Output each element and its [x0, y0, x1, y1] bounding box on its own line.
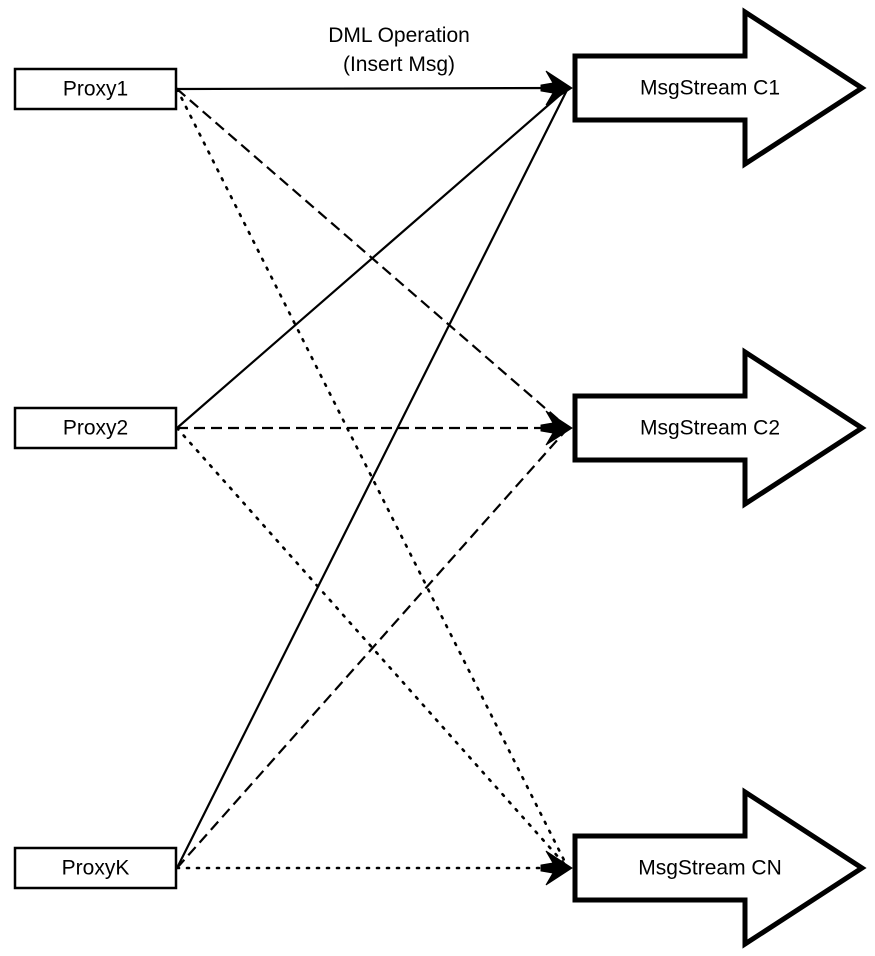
- proxy-node-proxy1[interactable]: Proxy1: [13, 67, 178, 111]
- edge-caption-line1: DML Operation: [328, 24, 470, 47]
- edge-caption-line2: (Insert Msg): [343, 53, 455, 76]
- link-proxy2-to-cn: [175, 426, 570, 870]
- stream-node-c1[interactable]: MsgStream C1: [572, 7, 867, 169]
- proxy-label-proxy2: Proxy2: [63, 417, 128, 440]
- link-proxy2-to-c1: [176, 87, 569, 429]
- streams-layer: MsgStream C1 MsgStream C2 MsgStream CN: [572, 7, 867, 949]
- arrowheads-layer: [540, 70, 573, 886]
- proxy-label-proxyk: ProxyK: [62, 857, 130, 880]
- stream-node-cn[interactable]: MsgStream CN: [572, 787, 867, 949]
- arrowhead-head-c1: [540, 70, 573, 106]
- stream-label-c2: MsgStream C2: [640, 417, 780, 440]
- proxy-label-proxy1: Proxy1: [63, 78, 128, 101]
- arrowhead-head-c2: [540, 410, 573, 446]
- link-proxyk-to-c2: [176, 427, 569, 869]
- proxy-box-proxy2[interactable]: [13, 406, 178, 450]
- link-proxy1-to-c1: [176, 86, 569, 91]
- stream-node-c2[interactable]: MsgStream C2: [572, 347, 867, 509]
- stream-arrow-shape-c1[interactable]: [572, 7, 867, 169]
- proxy-box-proxyk[interactable]: [13, 846, 178, 890]
- proxy-node-proxy2[interactable]: Proxy2: [13, 406, 178, 450]
- links-layer: [175, 86, 570, 870]
- stream-arrow-shape-c2[interactable]: [572, 347, 867, 509]
- link-proxyk-to-c1: [176, 87, 569, 869]
- stream-label-c1: MsgStream C1: [640, 77, 780, 100]
- stream-arrow-shape-cn[interactable]: [572, 787, 867, 949]
- stream-label-cn: MsgStream CN: [638, 857, 782, 880]
- proxy-node-proxyk[interactable]: ProxyK: [13, 846, 178, 890]
- arrowhead-head-cn: [540, 850, 573, 886]
- edge-caption: DML Operation (Insert Msg): [328, 24, 470, 76]
- proxy-box-proxy1[interactable]: [13, 67, 178, 111]
